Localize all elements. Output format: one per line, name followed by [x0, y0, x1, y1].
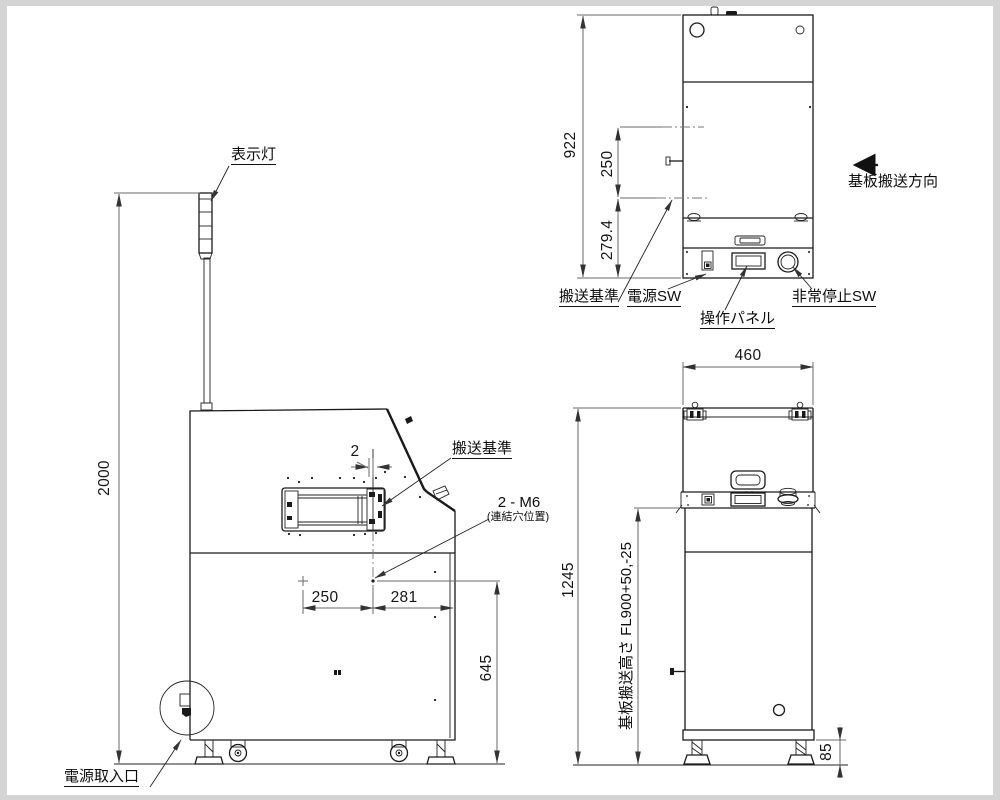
dim-plan-reference-pitch: 250 — [598, 150, 616, 178]
signal-tower — [198, 192, 213, 411]
dim-side-overall-height: 2000 — [95, 460, 113, 496]
side-dimensions — [114, 192, 500, 764]
power-switch-label: 電源SW — [627, 288, 682, 307]
power-switch-plan — [701, 250, 714, 271]
indicator-light-label: 表示灯 — [231, 146, 277, 165]
operation-panel-label: 操作パネル — [700, 310, 776, 329]
side-leader-lines — [149, 165, 490, 788]
emergency-stop-front — [777, 487, 799, 506]
operation-panel-front — [730, 492, 766, 507]
front-latches — [683, 401, 812, 421]
front-dimensions — [573, 362, 846, 778]
plan-front-panel — [683, 235, 813, 275]
side-view — [114, 165, 505, 788]
side-view-outline — [189, 408, 456, 741]
front-view — [573, 362, 848, 778]
dim-front-foot-height: 85 — [817, 743, 835, 761]
dim-plan-overall-depth: 922 — [561, 131, 579, 159]
power-inlet-label: 電源取入口 — [64, 768, 140, 787]
transport-direction-label: 基板搬送方向 — [848, 173, 939, 190]
plan-outline — [665, 6, 814, 279]
dim-side-offset-right: 281 — [390, 588, 418, 606]
dim-front-overall-height: 1245 — [559, 562, 577, 598]
side-feet-casters — [114, 739, 505, 765]
operation-panel-plan — [731, 252, 766, 270]
paper — [7, 6, 993, 795]
front-panel — [675, 487, 821, 514]
transport-reference-label-side: 搬送基準 — [452, 440, 513, 459]
conveyor-window — [281, 476, 386, 537]
dim-side-offset-left: 250 — [311, 588, 339, 606]
connector-holes-label: 2 - M6 — [497, 494, 541, 512]
emergency-stop-plan — [777, 251, 799, 273]
transport-reference-label-plan: 搬送基準 — [559, 288, 620, 307]
conveyor-height-label: 基板搬送高さ FL900+50,-25 — [618, 542, 636, 730]
dim-front-overall-width: 460 — [734, 346, 762, 364]
dim-side-rail-gap: 2 — [350, 442, 360, 460]
plan-leader-lines — [617, 199, 813, 311]
plan-view — [577, 6, 878, 311]
power-switch-front — [701, 493, 715, 506]
front-outline — [670, 407, 815, 741]
dim-plan-front-offset: 279.4 — [598, 219, 616, 261]
connector-holes-note: (連結穴位置) — [486, 511, 550, 524]
emergency-stop-label: 非常停止SW — [792, 288, 877, 307]
dim-side-hole-height: 645 — [477, 654, 495, 682]
power-inlet-detail — [159, 680, 215, 736]
plan-dimensions — [577, 14, 707, 279]
front-feet — [573, 739, 848, 766]
